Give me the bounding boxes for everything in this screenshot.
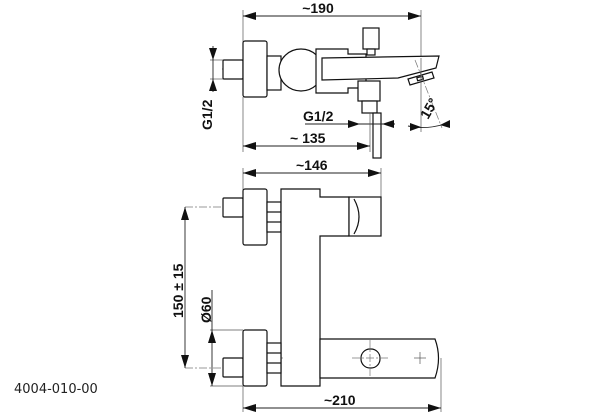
diverter-knob (362, 27, 380, 50)
thread-left-label: G1/2 (199, 99, 215, 130)
dimension-210: ~210 (324, 392, 356, 408)
diameter-60: Ø60 (198, 296, 214, 323)
thread-bottom-label: G1/2 (303, 108, 334, 124)
top-view: ~190 G1/2 G1/2 (199, 0, 450, 159)
part-number: 4004-010-00 (14, 382, 98, 397)
rosette (242, 40, 268, 98)
dimension-190: ~190 (302, 0, 334, 16)
upper-inlet-nipple (222, 197, 244, 218)
upper-rosette (242, 188, 268, 246)
dimension-150: 150 ± 15 (170, 263, 186, 318)
dimension-146: ~146 (296, 157, 328, 173)
dimension-135: ~ 135 (290, 130, 326, 146)
diverter-button (360, 348, 381, 369)
lower-rosette (242, 329, 268, 387)
lower-inlet-nipple (222, 357, 244, 378)
lever-handle (348, 196, 382, 237)
shower-pipe (372, 112, 382, 159)
spout (321, 55, 440, 81)
shower-outlet (357, 80, 381, 102)
inlet-nipple (222, 59, 244, 80)
front-view: ~146 150 ± 15 (170, 157, 442, 412)
